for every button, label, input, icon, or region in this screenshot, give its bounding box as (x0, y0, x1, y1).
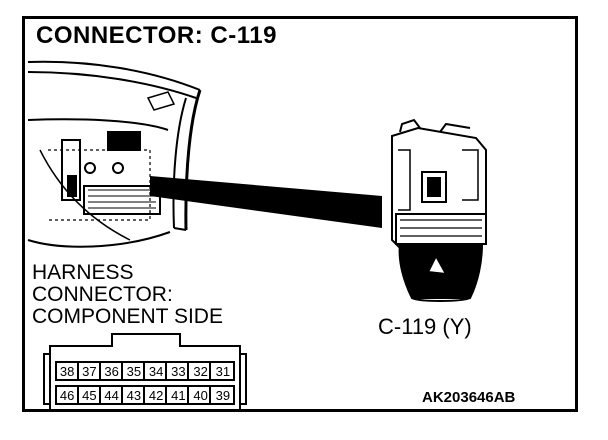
connector-id-label: C-119 (Y) (378, 314, 472, 339)
pin-43: 43 (127, 388, 141, 403)
reference-code: AK203646AB (422, 389, 516, 406)
pin-39: 39 (216, 388, 230, 403)
harness-connector-label: HARNESS CONNECTOR: COMPONENT SIDE (32, 262, 223, 328)
pin-labels: 38 37 36 35 34 33 32 31 46 45 44 43 42 41 40 39 (60, 364, 230, 403)
projection-wedge (150, 176, 382, 228)
pin-33: 33 (171, 364, 185, 379)
pin-38: 38 (60, 364, 74, 379)
harness-label-line1: HARNESS (32, 261, 134, 284)
pin-41: 41 (171, 388, 185, 403)
pin-36: 36 (104, 364, 118, 379)
diagram-title: CONNECTOR: C-119 (36, 22, 277, 49)
pin-46: 46 (60, 388, 74, 403)
pin-42: 42 (149, 388, 163, 403)
dashboard-drawing (27, 60, 202, 248)
pin-44: 44 (104, 388, 118, 403)
pin-32: 32 (193, 364, 207, 379)
pin-34: 34 (149, 364, 163, 379)
pin-35: 35 (127, 364, 141, 379)
pin-grid (43, 333, 247, 411)
pin-37: 37 (82, 364, 96, 379)
pin-45: 45 (82, 388, 96, 403)
arrow-icon (422, 253, 448, 299)
harness-label-line2: CONNECTOR: (32, 283, 173, 306)
pin-31: 31 (216, 364, 230, 379)
pin-40: 40 (193, 388, 207, 403)
harness-label-line3: COMPONENT SIDE (32, 305, 223, 328)
